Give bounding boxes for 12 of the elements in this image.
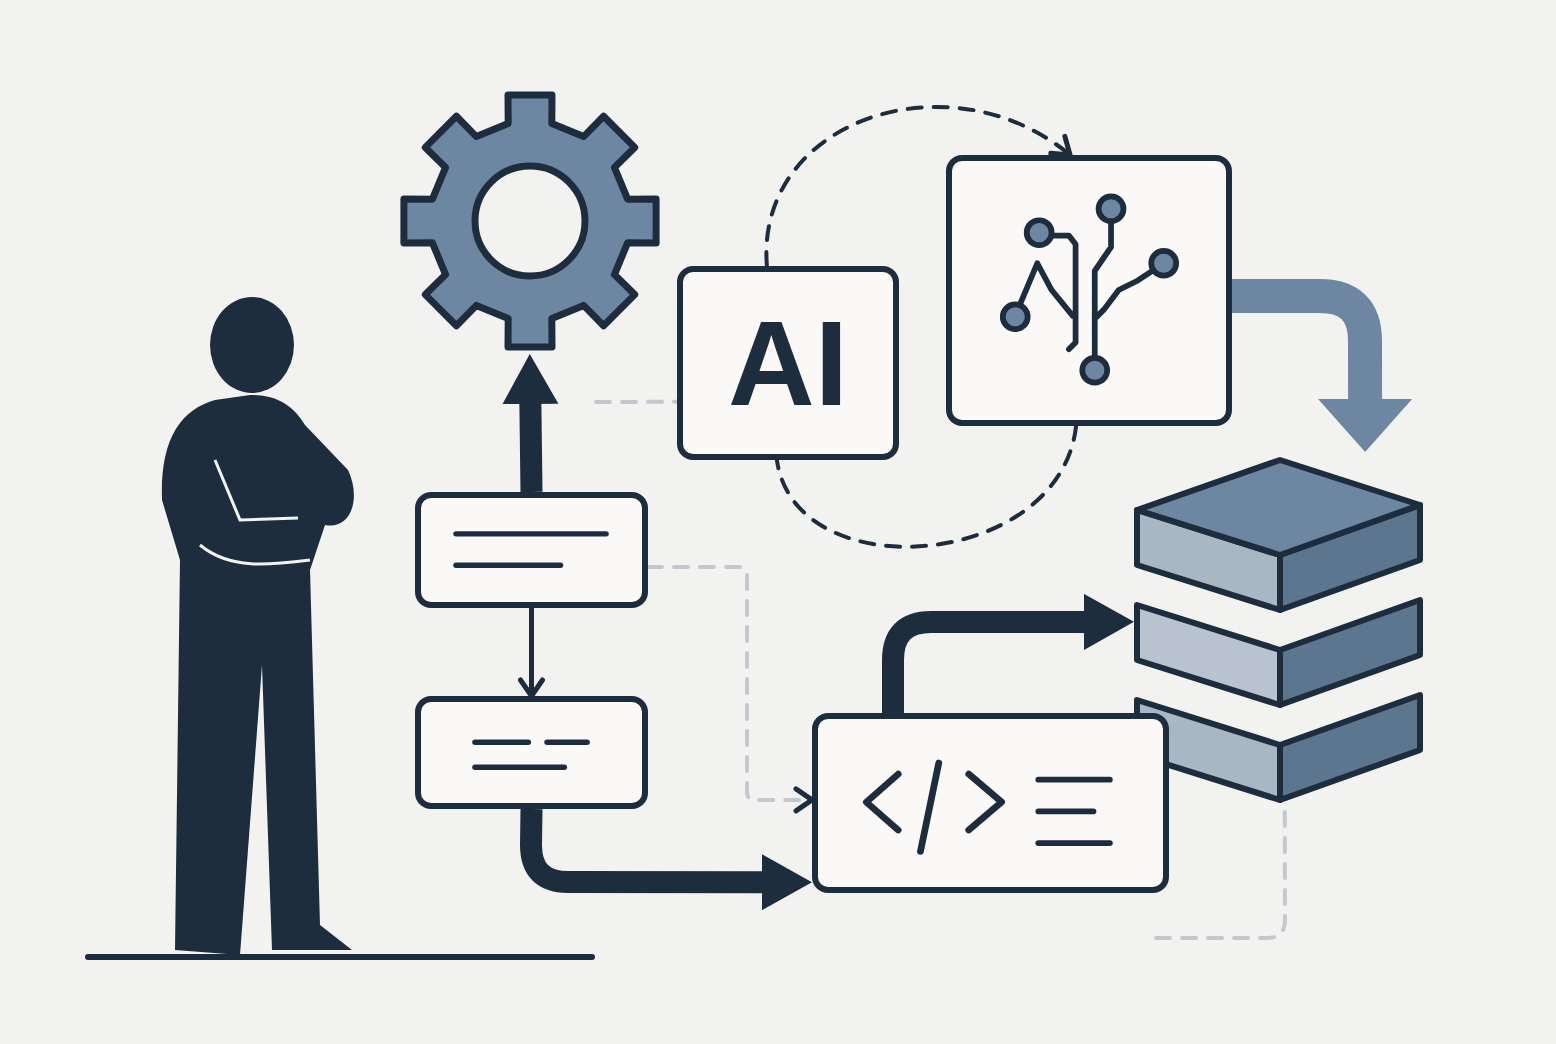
dashed-connector [1153,810,1287,940]
node-text: AI [727,303,849,423]
code-card [812,713,1169,893]
dashed-connector [774,424,1079,549]
arrow [502,354,559,493]
dashed-connector [764,104,1073,268]
text-card [415,492,648,608]
arrow [518,605,545,699]
dashed-connector [594,399,679,404]
branch-card [946,155,1232,426]
text-card [415,696,648,809]
label-card [677,266,899,460]
